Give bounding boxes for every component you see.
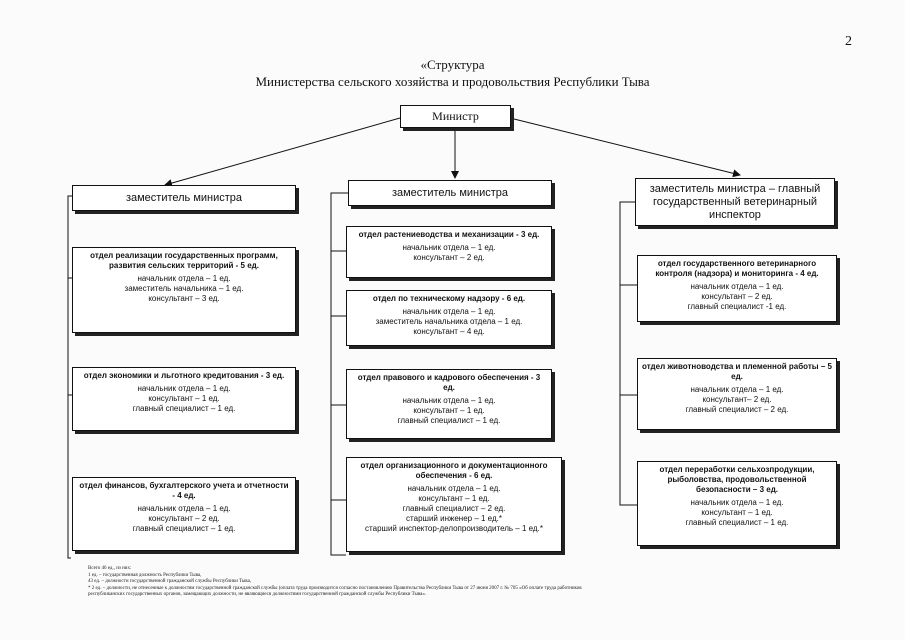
staff-line: начальник отдела – 1 ед. (137, 384, 231, 393)
footnote-line: Всего 46 ед., из них: (88, 566, 132, 571)
staff-line: консультант – 3 ед. (148, 294, 220, 303)
staff-line: начальник отдела – 1 ед. (402, 396, 496, 405)
staff-line: начальник отдела – 1 ед. (690, 282, 784, 291)
department-box: отдел животноводства и племенной работы … (637, 358, 837, 430)
arrow-minister-to-deputy-3 (509, 117, 741, 178)
staff-line: заместитель начальника отдела – 1 ед. (375, 317, 523, 326)
footnote-line: 43 ед. – должности государственной гражд… (88, 579, 252, 584)
staff-line: начальник отдела – 1 ед. (402, 243, 496, 252)
department-box: отдел растениеводства и механизации - 3 … (346, 226, 552, 278)
staff-line: консультант– 2 ед. (702, 395, 772, 404)
department-name: отдел организационного и документационно… (360, 461, 548, 480)
staff-line: заместитель начальника – 1 ед. (124, 284, 244, 293)
deputy-box-1: заместитель министра (72, 185, 296, 211)
title-line-1: «Структура (420, 57, 485, 72)
bracket-column-3 (619, 201, 637, 506)
deputy-2-label: заместитель министра (391, 186, 509, 199)
department-name: отдел растениеводства и механизации - 3 … (358, 230, 540, 239)
staff-line: главный специалист – 1 ед. (132, 524, 236, 533)
bracket-column-1 (67, 195, 72, 559)
staff-line: консультант – 1 ед. (413, 406, 485, 415)
department-box: отдел переработки сельхозпродукции, рыбо… (637, 461, 837, 546)
staff-line: начальник отдела – 1 ед. (690, 385, 784, 394)
staff-line: начальник отдела – 1 ед. (137, 504, 231, 513)
staff-line: старший инженер – 1 ед.* (406, 514, 502, 523)
staff-line: старший инспектор-делопроизводитель – 1 … (365, 524, 543, 533)
staff-line: консультант – 4 ед. (413, 327, 485, 336)
department-box: отдел по техническому надзору - 6 ед. на… (346, 290, 552, 346)
staff-line: консультант – 1 ед. (148, 394, 220, 403)
arrow-minister-to-deputy-1 (164, 117, 401, 187)
staff-line: консультант – 1 ед. (701, 508, 773, 517)
deputy-box-3: заместитель министра – главный государст… (635, 178, 835, 226)
staff-line: главный специалист – 1 ед. (685, 518, 789, 527)
footnote-line: * 2 ед. – должности, не отнесенные к дол… (88, 585, 582, 591)
deputy-1-label: заместитель министра (125, 191, 243, 204)
deputy-3-label: заместитель министра – главный государст… (649, 182, 821, 221)
minister-box: Министр (400, 105, 511, 128)
staff-line: главный специалист – 2 ед. (685, 405, 789, 414)
department-name: отдел финансов, бухгалтерского учета и о… (79, 481, 289, 500)
department-box: отдел организационного и документационно… (346, 457, 562, 552)
department-box: отдел государственного ветеринарного кон… (637, 255, 837, 322)
footnotes: Всего 46 ед., из них: 1 ед. – государств… (88, 566, 858, 599)
minister-label: Министр (432, 109, 479, 123)
footnote-line: республиканских государственных органов,… (88, 592, 427, 597)
footnote-line: 1 ед. – государственная должность Респуб… (88, 572, 202, 578)
staff-line: начальник отдела – 1 ед. (407, 484, 501, 493)
staff-line: консультант – 2 ед. (413, 253, 485, 262)
staff-line: начальник отдела – 1 ед. (402, 307, 496, 316)
department-name: отдел по техническому надзору - 6 ед. (372, 294, 526, 303)
department-name: отдел экономики и льготного кредитования… (83, 371, 285, 380)
department-name: отдел реализации государственных програм… (90, 251, 278, 270)
department-name: отдел животноводства и племенной работы … (642, 362, 832, 381)
staff-line: консультант – 2 ед. (148, 514, 220, 523)
page-number: 2 (845, 34, 852, 49)
department-box: отдел экономики и льготного кредитования… (72, 367, 296, 431)
staff-line: консультант – 2 ед. (701, 292, 773, 301)
deputy-box-2: заместитель министра (348, 180, 552, 206)
staff-line: начальник отдела – 1 ед. (137, 274, 231, 283)
department-name: отдел правового и кадрового обеспечения … (357, 373, 541, 392)
staff-line: главный специалист -1 ед. (687, 302, 787, 311)
diagram-title: «Структура Министерства сельского хозяйс… (0, 56, 905, 90)
department-box: отдел финансов, бухгалтерского учета и о… (72, 477, 296, 551)
staff-line: главный специалист – 1 ед. (132, 404, 236, 413)
staff-line: консультант – 1 ед. (418, 494, 490, 503)
staff-line: главный специалист – 1 ед. (397, 416, 501, 425)
department-box: отдел правового и кадрового обеспечения … (346, 369, 552, 439)
bracket-column-2 (330, 192, 348, 556)
staff-line: начальник отдела – 1 ед. (690, 498, 784, 507)
department-name: отдел переработки сельхозпродукции, рыбо… (659, 465, 815, 494)
staff-line: главный специалист – 2 ед. (402, 504, 506, 513)
department-box: отдел реализации государственных програм… (72, 247, 296, 333)
title-line-2: Министерства сельского хозяйства и продо… (255, 74, 650, 89)
department-name: отдел государственного ветеринарного кон… (655, 259, 819, 278)
